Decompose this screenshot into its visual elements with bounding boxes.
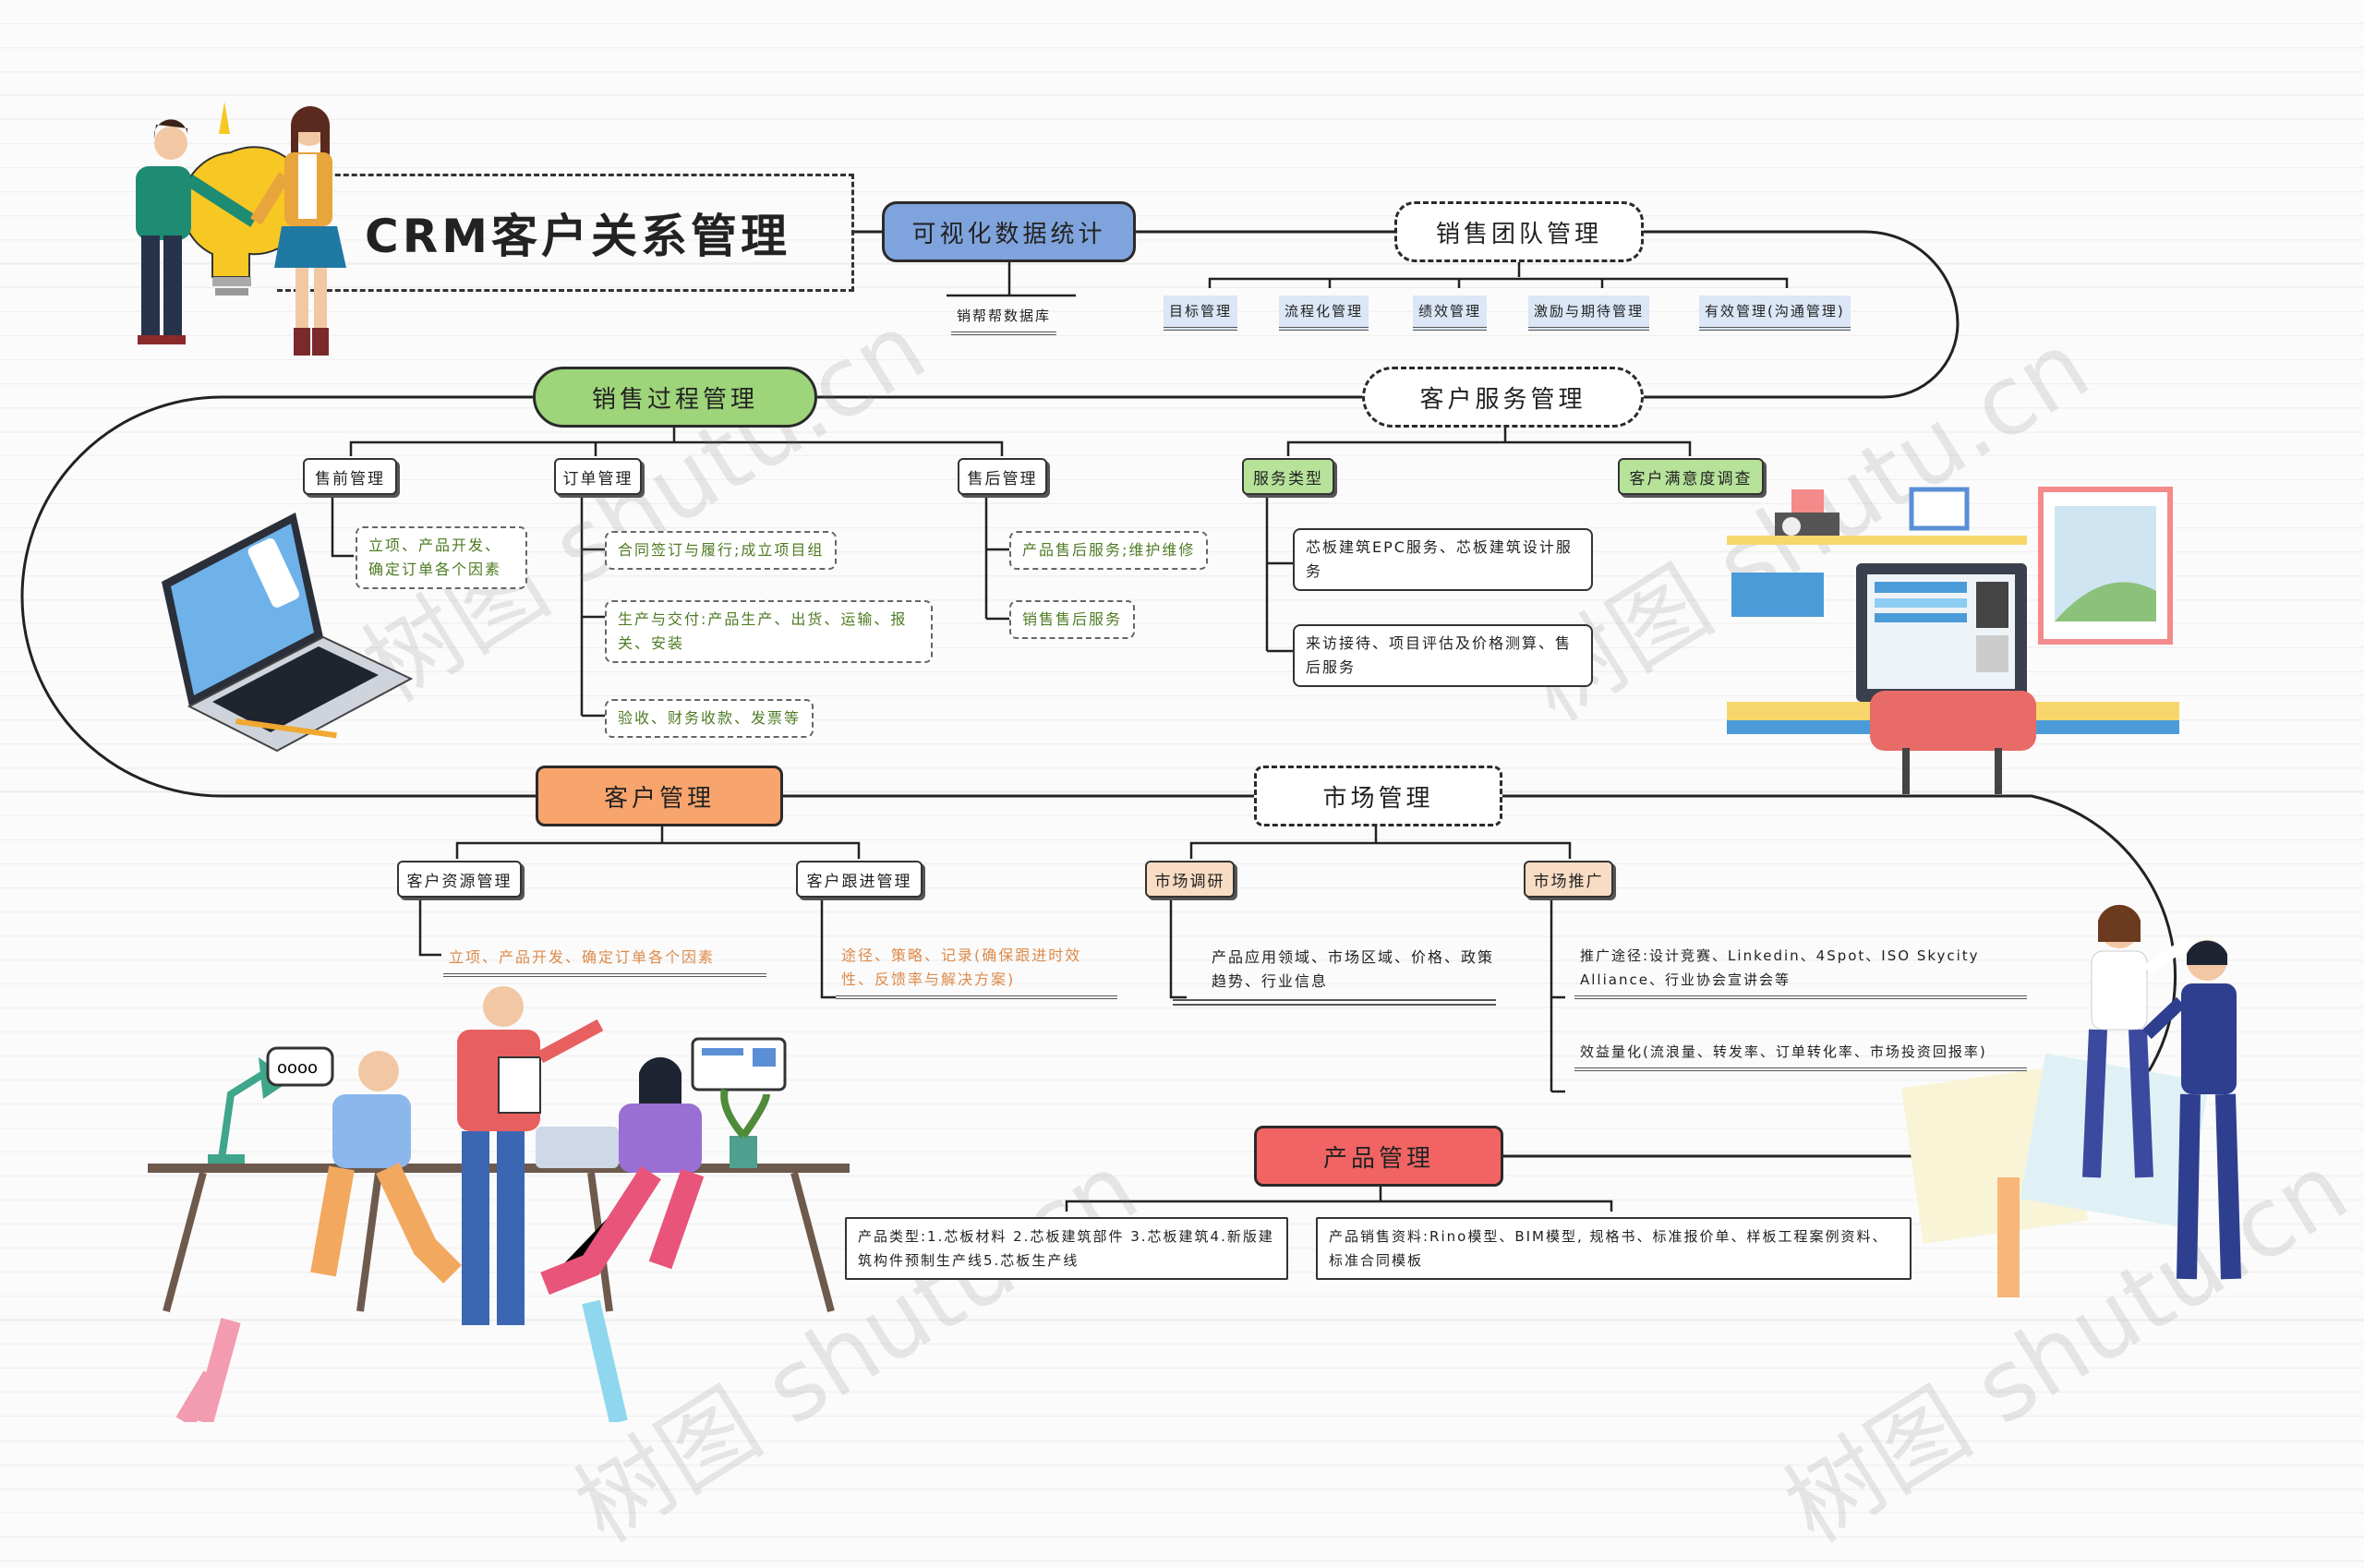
svg-text:oooo: oooo xyxy=(277,1058,318,1078)
leaf-xiaobangbang-db: 销帮帮数据库 xyxy=(951,300,1057,335)
leaf-presale-1: 立项、产品开发、确定订单各个因素 xyxy=(356,526,527,589)
sub-customer-resource[interactable]: 客户资源管理 xyxy=(397,861,522,898)
leaf-sales-team-goal: 目标管理 xyxy=(1164,296,1238,331)
topic-market[interactable]: 市场管理 xyxy=(1254,766,1502,826)
leaf-aftersale-2: 销售售后服务 xyxy=(1009,600,1136,639)
sub-service-types[interactable]: 服务类型 xyxy=(1242,458,1334,495)
sub-market-research[interactable]: 市场调研 xyxy=(1145,861,1235,898)
sub-customer-followup[interactable]: 客户跟进管理 xyxy=(796,861,923,898)
leaf-sales-team-process: 流程化管理 xyxy=(1279,296,1369,331)
leaf-sales-team-motivation: 激励与期待管理 xyxy=(1528,296,1650,331)
leaf-product-materials: 产品销售资料:Rino模型、BIM模型, 规格书、标准报价单、样板工程案例资料、… xyxy=(1316,1217,1912,1280)
leaf-order-3: 验收、财务收款、发票等 xyxy=(605,699,814,738)
leaf-aftersale-1: 产品售后服务;维护维修 xyxy=(1009,531,1209,570)
leaf-order-2: 生产与交付:产品生产、出货、运输、报关、安装 xyxy=(605,600,933,663)
topic-customer[interactable]: 客户管理 xyxy=(536,766,783,826)
team-meeting-illustration: oooo xyxy=(148,986,850,1422)
leaf-market-research-1: 产品应用领域、市场区域、价格、政策趋势、行业信息 xyxy=(1212,948,1495,990)
sub-aftersale[interactable]: 售后管理 xyxy=(958,458,1047,495)
mindmap-connectors xyxy=(20,230,2177,1212)
leaf-customer-resource-1: 立项、产品开发、确定订单各个因素 xyxy=(443,942,766,977)
leaf-market-promotion-2: 效益量化(流浪量、转发率、订单转化率、市场投资回报率) xyxy=(1574,1036,2027,1071)
laptop-illustration xyxy=(162,513,414,753)
sub-market-promotion[interactable]: 市场推广 xyxy=(1524,861,1613,898)
handshake-people-illustration xyxy=(136,102,346,356)
topic-sales-process[interactable]: 销售过程管理 xyxy=(533,367,817,428)
topic-product[interactable]: 产品管理 xyxy=(1254,1126,1503,1187)
topic-sales-team[interactable]: 销售团队管理 xyxy=(1394,201,1644,262)
topic-customer-service[interactable]: 客户服务管理 xyxy=(1362,367,1644,428)
map-title: CRM客户关系管理 xyxy=(277,174,854,292)
leaf-service-1: 芯板建筑EPC服务、芯板建筑设计服务 xyxy=(1293,528,1593,591)
sub-order[interactable]: 订单管理 xyxy=(554,458,642,495)
leaf-product-types: 产品类型:1.芯板材料 2.芯板建筑部件 3.芯板建筑4.新版建筑构件预制生产线… xyxy=(845,1217,1288,1280)
business-people-illustration xyxy=(1901,904,2241,1297)
topic-visual-stats[interactable]: 可视化数据统计 xyxy=(882,201,1136,262)
leaf-sales-team-performance: 绩效管理 xyxy=(1413,296,1488,331)
leaf-sales-team-effective: 有效管理(沟通管理) xyxy=(1699,296,1851,331)
leaf-customer-followup-1: 途径、策略、记录(确保跟进时效性、反馈率与解决方案) xyxy=(836,940,1117,999)
sub-satisfaction-survey[interactable]: 客户满意度调查 xyxy=(1618,458,1764,495)
sub-presale[interactable]: 售前管理 xyxy=(303,458,397,495)
leaf-market-promotion-1: 推广途径:设计竞赛、Linkedin、4Spot、ISO Skycity All… xyxy=(1574,940,2027,999)
office-desk-illustration xyxy=(1727,487,2179,794)
plant-icon xyxy=(720,1089,770,1168)
leaf-order-1: 合同签订与履行;成立项目组 xyxy=(605,531,838,570)
leaf-service-2: 来访接待、项目评估及价格测算、售后服务 xyxy=(1293,624,1593,687)
